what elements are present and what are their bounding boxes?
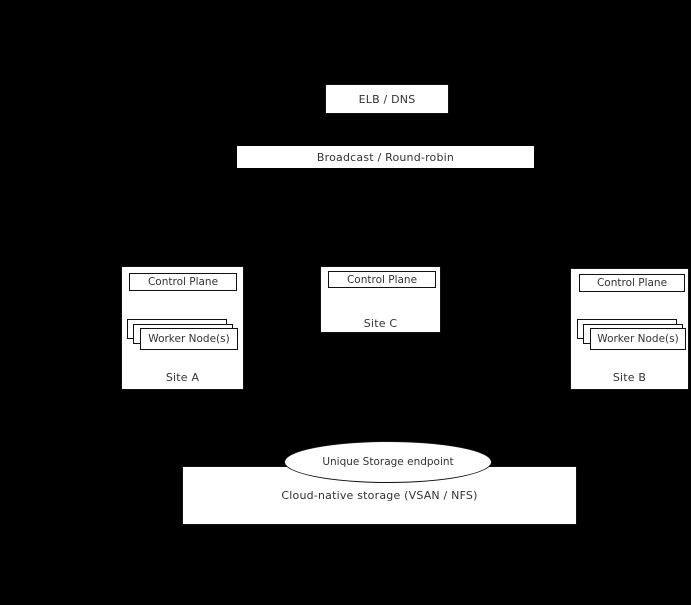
broadcast-label: Broadcast / Round-robin — [316, 150, 455, 164]
site-c-control-plane: Control Plane — [328, 271, 436, 288]
elb-dns-node: ELB / DNS — [325, 84, 449, 114]
site-a: Control Plane Worker Node(s) Site A — [121, 266, 244, 390]
worker-nodes-label: Worker Node(s) — [597, 333, 679, 345]
site-b-control-plane: Control Plane — [579, 274, 685, 292]
site-b: Control Plane Worker Node(s) Site B — [570, 268, 689, 390]
site-a-label: Site A — [165, 371, 200, 384]
worker-nodes-label: Worker Node(s) — [148, 333, 230, 345]
storage-endpoint: Unique Storage endpoint — [284, 441, 492, 483]
site-b-label: Site B — [612, 371, 647, 384]
control-plane-label: Control Plane — [346, 273, 418, 286]
broadcast-node: Broadcast / Round-robin — [237, 146, 534, 168]
elb-dns-label: ELB / DNS — [358, 92, 416, 106]
control-plane-label: Control Plane — [147, 276, 219, 288]
site-b-worker-nodes: Worker Node(s) — [590, 328, 686, 350]
site-c-label: Site C — [363, 317, 398, 330]
storage-label: Cloud-native storage (VSAN / NFS) — [281, 489, 478, 502]
storage-endpoint-label: Unique Storage endpoint — [322, 456, 454, 468]
control-plane-label: Control Plane — [596, 277, 668, 289]
site-c: Control Plane Site C — [320, 266, 441, 333]
site-a-control-plane: Control Plane — [129, 273, 237, 291]
site-a-worker-nodes: Worker Node(s) — [140, 328, 238, 350]
